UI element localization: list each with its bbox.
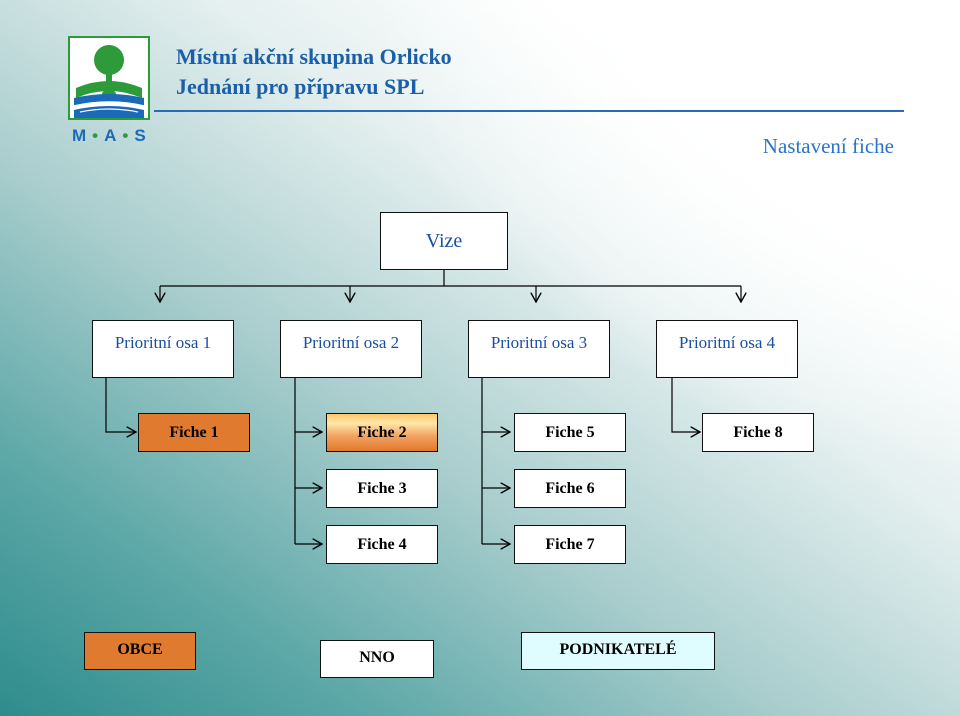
mas-logo-icon (68, 36, 150, 120)
mas-wordmark: M • A • S (72, 126, 146, 146)
fiche-2-box: Fiche 2 (326, 413, 438, 452)
header-divider (154, 110, 904, 112)
prioritni-osa-2-box: Prioritní osa 2 (280, 320, 422, 378)
page-subtitle: Jednání pro přípravu SPL (176, 74, 425, 99)
page-title: Místní akční skupina Orlicko (176, 44, 452, 69)
slide-heading: Nastavení fiche (762, 134, 894, 158)
arrow-to-fiche-1 (105, 378, 136, 432)
mas-dot: • (92, 126, 99, 145)
mas-letter-m: M (72, 126, 87, 145)
fiche-5-box: Fiche 5 (514, 413, 626, 452)
vize-box: Vize (380, 212, 508, 270)
fiche-7-box: Fiche 7 (514, 525, 626, 564)
legend-podnikatele: PODNIKATELÉ (521, 632, 715, 670)
mas-letter-s: S (134, 126, 146, 145)
legend-nno: NNO (320, 640, 434, 678)
mas-letter-a: A (104, 126, 117, 145)
fiche-6-box: Fiche 6 (514, 469, 626, 508)
fiche-1-box: Fiche 1 (138, 413, 250, 452)
mas-dot: • (122, 126, 129, 145)
fiche-8-box: Fiche 8 (702, 413, 814, 452)
fiche-3-box: Fiche 3 (326, 469, 438, 508)
fiche-4-box: Fiche 4 (326, 525, 438, 564)
prioritni-osa-4-box: Prioritní osa 4 (656, 320, 798, 378)
prioritni-osa-1-box: Prioritní osa 1 (92, 320, 234, 378)
legend-obce: OBCE (84, 632, 196, 670)
prioritni-osa-3-box: Prioritní osa 3 (468, 320, 610, 378)
arrow-to-fiche-8 (671, 378, 700, 432)
